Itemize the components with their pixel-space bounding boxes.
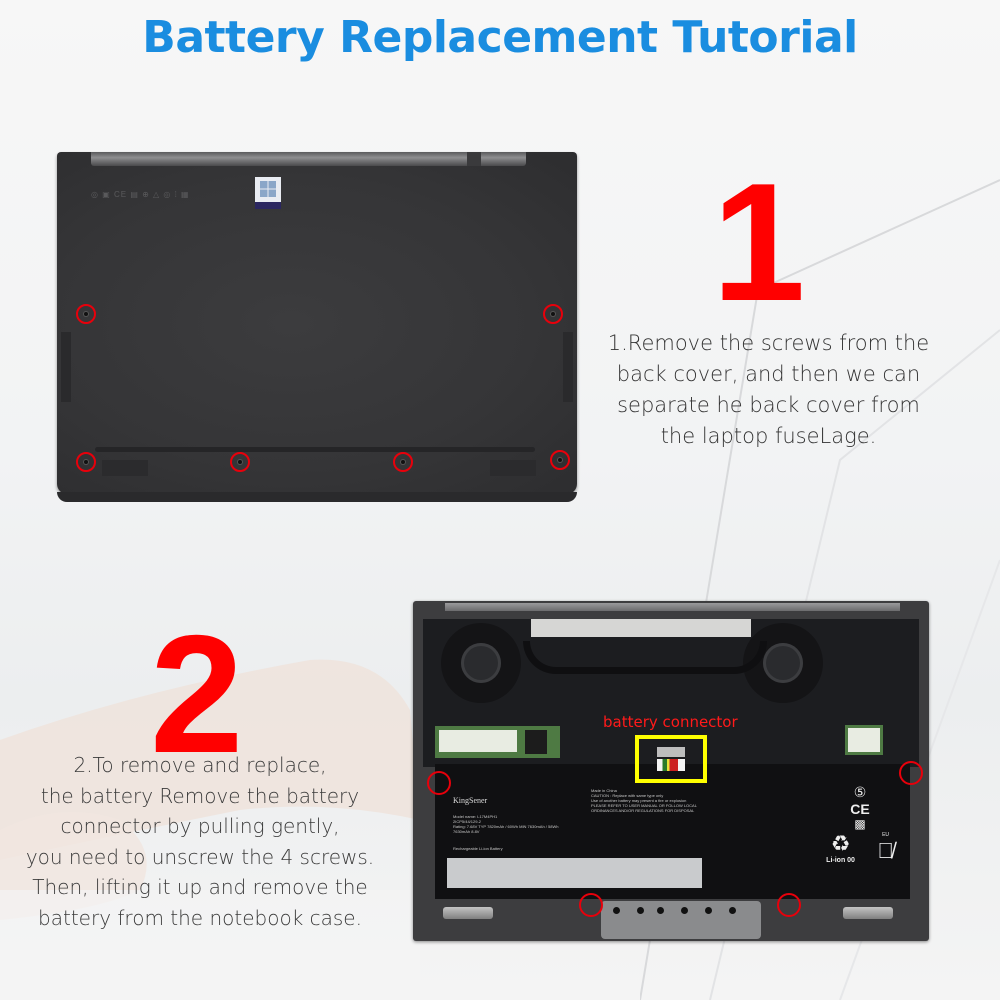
battery-connector-label: battery connector — [603, 713, 738, 731]
screw-marker — [899, 761, 923, 785]
touchpad-bracket — [601, 901, 761, 939]
screw-marker — [579, 893, 603, 917]
battery-certification-icons: ⑤ CE ▩ ♻ Li-ion 00 EU 🗑̸ — [815, 784, 905, 894]
battery-brand: KingSener — [453, 796, 488, 805]
step-number-1: 1 — [712, 148, 806, 336]
speaker-vent — [490, 460, 536, 476]
laptop-internals-image: KingSener Model name: L17M4PH1 2ICP5/44/… — [413, 601, 929, 941]
ce-mark-icon: CE — [850, 801, 870, 817]
heat-pipe — [523, 641, 767, 674]
heatsink — [531, 619, 751, 637]
cooling-fan — [743, 623, 823, 703]
battery-connector-plug — [657, 747, 685, 757]
screw-marker — [777, 893, 801, 917]
weee-crossed-bin-icon: 🗑̸ — [877, 838, 894, 863]
screw-marker — [230, 452, 250, 472]
screw-marker — [76, 304, 96, 324]
screw-marker — [543, 304, 563, 324]
step-1-description: 1.Remove the screws from the back cover,… — [607, 331, 930, 448]
recycling-code-icon: ▩ — [854, 817, 866, 831]
windows-sticker — [255, 177, 281, 209]
windows-logo-icon — [260, 181, 276, 197]
rubber-foot — [95, 447, 535, 452]
screw-marker — [550, 450, 570, 470]
safety-icon: ⑤ — [853, 784, 867, 800]
speaker-vent — [102, 460, 148, 476]
wifi-module — [845, 725, 883, 755]
cooling-fan — [441, 623, 521, 703]
page-title: Battery Replacement Tutorial — [142, 12, 858, 63]
laptop-back-cover-image: ◎ ▣ CE ▤ ⊕ △ ◎ ⁞ ▦ — [57, 152, 577, 502]
hinge — [91, 152, 526, 166]
speaker — [843, 907, 893, 919]
battery: KingSener Model name: L17M4PH1 2ICP5/44/… — [435, 764, 910, 899]
battery-wires — [657, 759, 685, 771]
battery-warning-label — [447, 858, 702, 888]
ssd-module — [435, 726, 560, 758]
speaker — [443, 907, 493, 919]
regulatory-marks: ◎ ▣ CE ▤ ⊕ △ ◎ ⁞ ▦ — [91, 190, 190, 199]
recycle-icon: ♻ — [830, 831, 851, 856]
screw-marker — [393, 452, 413, 472]
screw-marker — [427, 771, 451, 795]
step-number-2: 2 — [150, 600, 244, 788]
step-2-description: 2.To remove and replace, the battery Rem… — [25, 753, 375, 930]
screw-marker — [76, 452, 96, 472]
battery-connector-highlight — [635, 735, 707, 783]
